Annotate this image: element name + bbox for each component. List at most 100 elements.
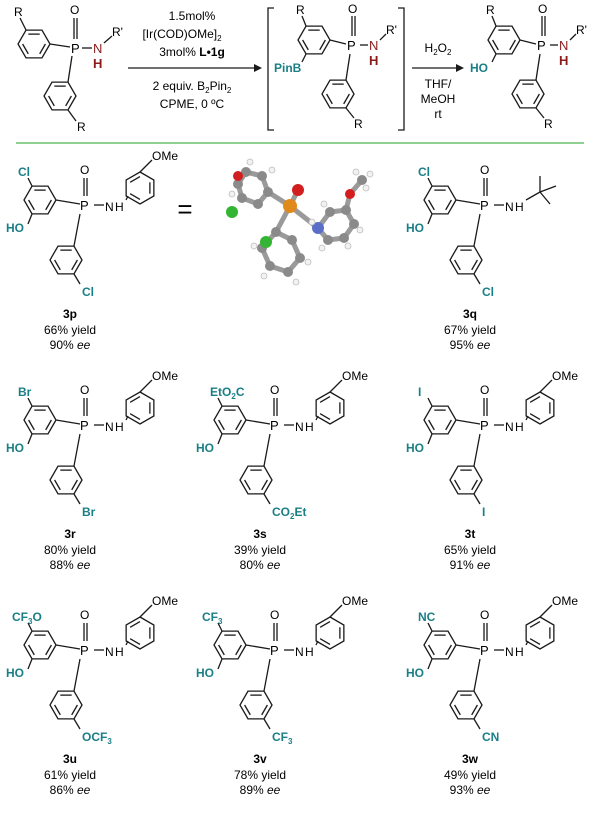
phosphorus-label: P <box>80 198 89 213</box>
compound-number: 3s <box>253 527 267 541</box>
phosphorus-label: P <box>270 418 279 433</box>
aryl-ring <box>49 690 83 720</box>
aryl-ring <box>49 465 83 495</box>
yield-text: 65% yield <box>444 543 496 557</box>
oxygen-atom <box>233 171 243 181</box>
ee-text: 86% ee <box>50 783 91 797</box>
yield-text: 49% yield <box>444 768 496 782</box>
r-label: R <box>77 120 86 134</box>
substituent-label: CF3 <box>272 730 293 746</box>
aryl-ring <box>423 630 457 660</box>
oxygen-label: O <box>480 383 489 397</box>
methoxy-label: OMe <box>152 149 178 163</box>
yield-text: 61% yield <box>44 768 96 782</box>
hydroxyl-label: HO <box>196 666 214 680</box>
phosphorus-label: P <box>480 198 489 213</box>
pinb-label: PinB <box>274 61 302 75</box>
chlorine-atom <box>226 206 238 218</box>
hydroxyl-label: HO <box>406 441 424 455</box>
oxidant: H2O2 <box>425 41 452 57</box>
substituent-label: CF3O <box>12 610 42 626</box>
methoxy-label: OMe <box>552 369 578 383</box>
nitrogen-label: N <box>505 420 514 434</box>
aryl-ring <box>43 81 77 111</box>
nitrogen-label: N <box>105 645 114 659</box>
nitrogen-label: N <box>295 645 304 659</box>
ee-text: 91% ee <box>450 558 491 572</box>
oxygen-label: O <box>480 608 489 622</box>
phosphorus-label: P <box>347 38 356 53</box>
aryl-ring <box>213 630 247 660</box>
r-label: R <box>544 117 553 131</box>
aryl-ring <box>449 245 483 275</box>
aryl-ring <box>449 465 483 495</box>
aryl-ring <box>17 29 51 59</box>
ee-text: 89% ee <box>240 783 281 797</box>
yield-text: 80% yield <box>44 543 96 557</box>
iridium-catalyst: [Ir(COD)OMe]2 <box>142 27 222 43</box>
hydroxyl-label: HO <box>470 61 488 75</box>
hydrogen-label: H <box>115 200 124 214</box>
solvent-line-1: THF/ <box>425 77 452 91</box>
solvent-line-2: MeOH <box>421 92 456 106</box>
yield-text: 39% yield <box>234 543 286 557</box>
methoxyphenyl-ring <box>125 391 155 425</box>
catalyst-loading: 1.5mol% <box>169 9 216 23</box>
aryl-ring <box>423 185 457 215</box>
left-bracket <box>267 7 274 131</box>
substituent-label: Br <box>18 385 32 399</box>
aryl-ring <box>23 630 57 660</box>
compound-number: 3v <box>253 752 267 766</box>
substituent-label: EtO2C <box>210 385 245 401</box>
yield-text: 78% yield <box>234 768 286 782</box>
oxygen-label: O <box>270 383 279 397</box>
compound-number: 3p <box>63 307 77 321</box>
aryl-ring <box>449 690 483 720</box>
r-label: R <box>296 3 305 17</box>
hydroxyl-label: HO <box>6 221 24 235</box>
substituent-label: OCF3 <box>82 730 112 746</box>
aryl-ring <box>239 690 273 720</box>
substituent-label: CF3 <box>202 610 223 626</box>
right-bracket <box>398 7 405 131</box>
methoxyphenyl-ring <box>525 391 555 425</box>
aryl-ring <box>297 25 331 55</box>
starting-material-structure: R R O P N H R' <box>14 3 123 134</box>
nitrogen-label: N <box>105 200 114 214</box>
hydroxyl-label: HO <box>6 441 24 455</box>
aryl-ring <box>321 79 355 109</box>
methoxy-label: OMe <box>342 369 368 383</box>
boronate-intermediate-structure: R R PinB O P N H R' <box>274 2 397 131</box>
borylation-conditions: 1.5mol% [Ir(COD)OMe]2 3mol% L•1g 2 equiv… <box>128 9 262 111</box>
ee-text: 90% ee <box>50 338 91 352</box>
product-structure: R R HO O P N H R' <box>470 2 587 131</box>
equals-sign: = <box>177 194 192 224</box>
hydrogen-label: H <box>369 53 378 68</box>
oxygen-label: O <box>270 608 279 622</box>
chlorine-atom <box>260 236 272 248</box>
oxygen-atom <box>345 189 355 199</box>
ee-text: 93% ee <box>450 783 491 797</box>
r-prime-label: R' <box>386 23 397 37</box>
nitrogen-label: N <box>93 41 102 56</box>
aryl-ring <box>213 405 247 435</box>
substituent-label: I <box>418 385 421 399</box>
phosphorus-label: P <box>80 418 89 433</box>
hydrogen-label: H <box>515 420 524 434</box>
hydrogen-label: H <box>115 645 124 659</box>
substituent-label: NC <box>418 610 436 624</box>
nitrogen-label: N <box>295 420 304 434</box>
hydrogen-label: H <box>559 53 568 68</box>
aryl-ring <box>23 405 57 435</box>
reaction-scheme: R R O P N H R' 1.5mol% [Ir(COD)OMe]2 3mo… <box>14 2 587 134</box>
temperature: rt <box>434 107 442 121</box>
compound-number: 3r <box>64 527 76 541</box>
